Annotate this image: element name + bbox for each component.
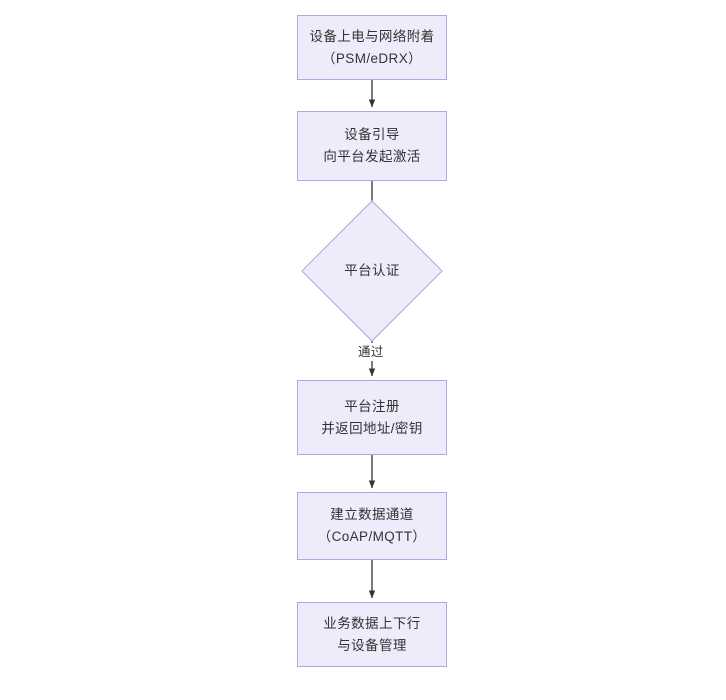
node-text-line: 与设备管理	[337, 637, 407, 653]
node-text-line: （CoAP/MQTT）	[317, 529, 427, 544]
node-text-line: 平台注册	[344, 398, 400, 414]
node-device-power-on[interactable]: 设备上电与网络附着 （PSM/eDRX）	[297, 15, 447, 80]
node-text-line: 向平台发起激活	[323, 149, 421, 164]
node-text-line: 设备上电与网络附着	[309, 28, 435, 44]
node-text-line: 业务数据上下行	[323, 615, 421, 631]
node-platform-authentication-label: 平台认证	[344, 263, 400, 278]
node-text-line: 并返回地址/密钥	[321, 420, 423, 436]
node-device-bootstrap[interactable]: 设备引导 向平台发起激活	[297, 111, 447, 181]
node-text-line: 建立数据通道	[330, 507, 414, 522]
edge-label-pass: 通过	[355, 343, 387, 361]
node-service-data-and-management[interactable]: 业务数据上下行 与设备管理	[297, 602, 447, 667]
node-text-line: 设备引导	[344, 127, 400, 142]
node-text-line: （PSM/eDRX）	[321, 50, 423, 66]
node-establish-data-channel[interactable]: 建立数据通道 （CoAP/MQTT）	[297, 492, 447, 560]
node-platform-registration[interactable]: 平台注册 并返回地址/密钥	[297, 380, 447, 455]
